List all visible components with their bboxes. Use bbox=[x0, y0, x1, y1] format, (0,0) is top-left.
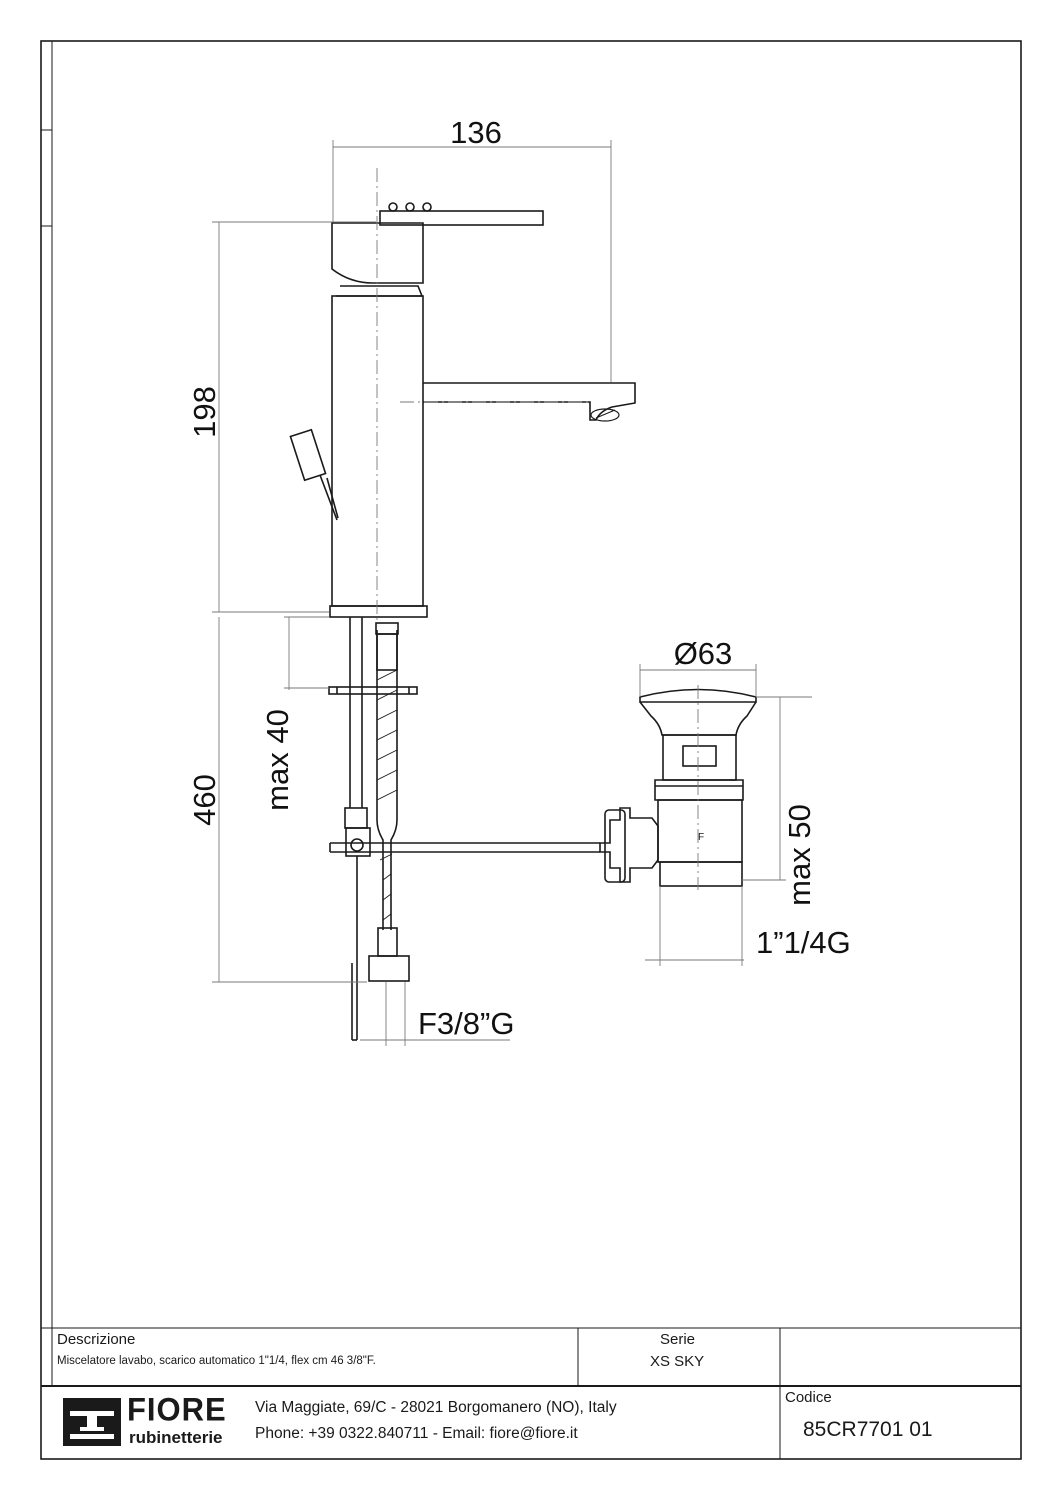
flex-hose bbox=[376, 630, 384, 930]
title-block-grid bbox=[41, 1327, 1021, 1459]
description-text: Miscelatore lavabo, scarico automatico 1… bbox=[57, 1355, 376, 1367]
dimension-lines bbox=[212, 140, 812, 1046]
series-label: Serie bbox=[660, 1331, 696, 1348]
description-label: Descrizione bbox=[57, 1331, 136, 1348]
tap-base bbox=[329, 605, 428, 618]
code-value: 85CR7701 01 bbox=[803, 1418, 933, 1441]
popup-rod bbox=[319, 474, 338, 521]
company-contact: Phone: +39 0322.840711 - Email: fiore@fi… bbox=[255, 1425, 578, 1442]
dim-max-50: max 50 bbox=[782, 804, 817, 906]
side-copyright-strip bbox=[50, 300, 58, 1360]
company-address: Via Maggiate, 69/C - 28021 Borgomanero (… bbox=[255, 1399, 617, 1416]
dim-max-40: max 40 bbox=[260, 709, 295, 811]
tap-cap bbox=[331, 222, 424, 284]
svg-text:F: F bbox=[698, 832, 704, 843]
dim-height-198: 198 bbox=[187, 386, 222, 438]
fiore-logo-mark bbox=[63, 1398, 121, 1446]
hose-braid bbox=[376, 669, 398, 921]
tap-spout bbox=[423, 382, 636, 421]
dim-height-460: 460 bbox=[187, 774, 222, 826]
dim-thread-waste: 1”1/4G bbox=[756, 925, 851, 960]
tap-lever bbox=[379, 210, 544, 226]
mixer-tap-drawing bbox=[289, 202, 636, 1041]
dim-width-136: 136 bbox=[450, 115, 502, 150]
waste-drawing: F bbox=[599, 688, 757, 887]
dim-diameter-63: Ø63 bbox=[674, 636, 733, 671]
tap-body bbox=[331, 295, 424, 607]
logo-brand-name: FIORE bbox=[127, 1391, 227, 1428]
waste-flange bbox=[639, 688, 757, 703]
code-label: Codice bbox=[785, 1389, 832, 1406]
series-value: XS SKY bbox=[650, 1353, 705, 1370]
logo-subtitle: rubinetterie bbox=[129, 1428, 223, 1447]
sheet-frame bbox=[40, 40, 1022, 1460]
dim-thread-flex: F3/8”G bbox=[418, 1006, 514, 1041]
